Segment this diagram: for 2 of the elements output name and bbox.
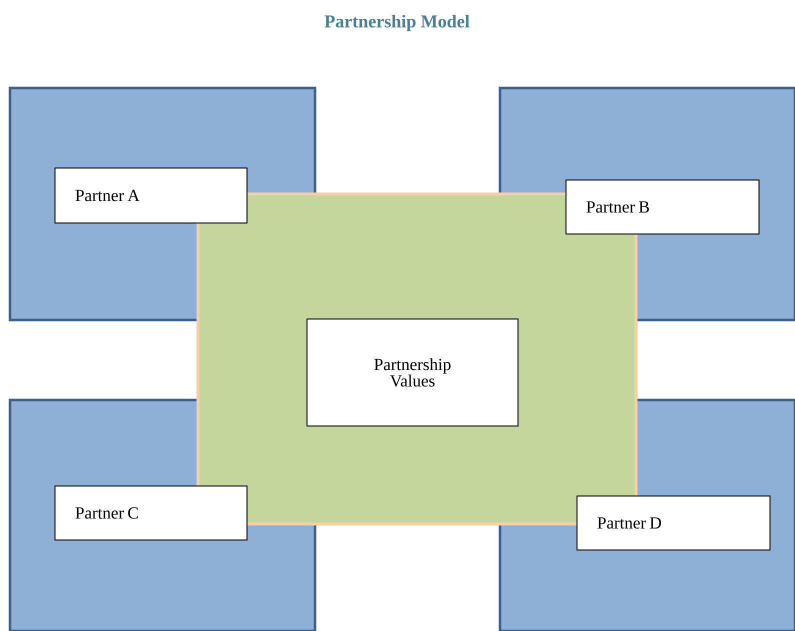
- title: Partnership Model: [324, 14, 470, 32]
- label-box: Partnership Values: [306, 318, 518, 426]
